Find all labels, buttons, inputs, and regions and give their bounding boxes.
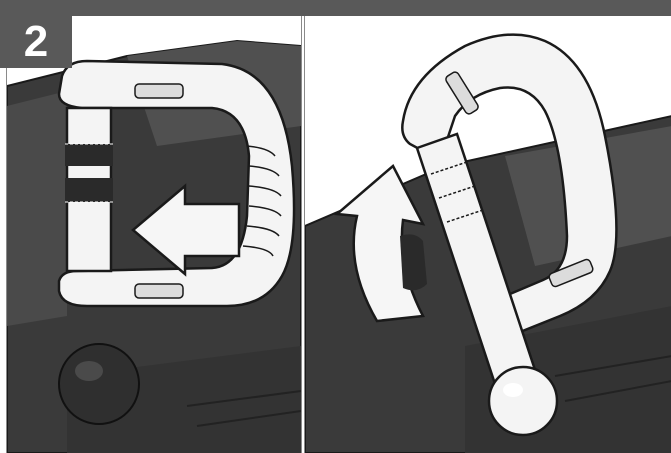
step-number-badge: 2 (0, 16, 72, 68)
panel-left (6, 16, 302, 453)
auxiliary-handle-clamp (57, 59, 296, 308)
illustration-slide-handle (7, 39, 301, 453)
grip-band-upper (65, 144, 113, 166)
handle-knob (58, 343, 140, 425)
grip-band-lower (65, 178, 113, 202)
tool-side-panel (7, 91, 67, 326)
illustration-rotate-handle (305, 33, 671, 453)
handle-knob (487, 365, 559, 437)
panel-right (304, 16, 671, 453)
slide-direction-arrow (131, 183, 241, 277)
header-bar (0, 0, 671, 16)
